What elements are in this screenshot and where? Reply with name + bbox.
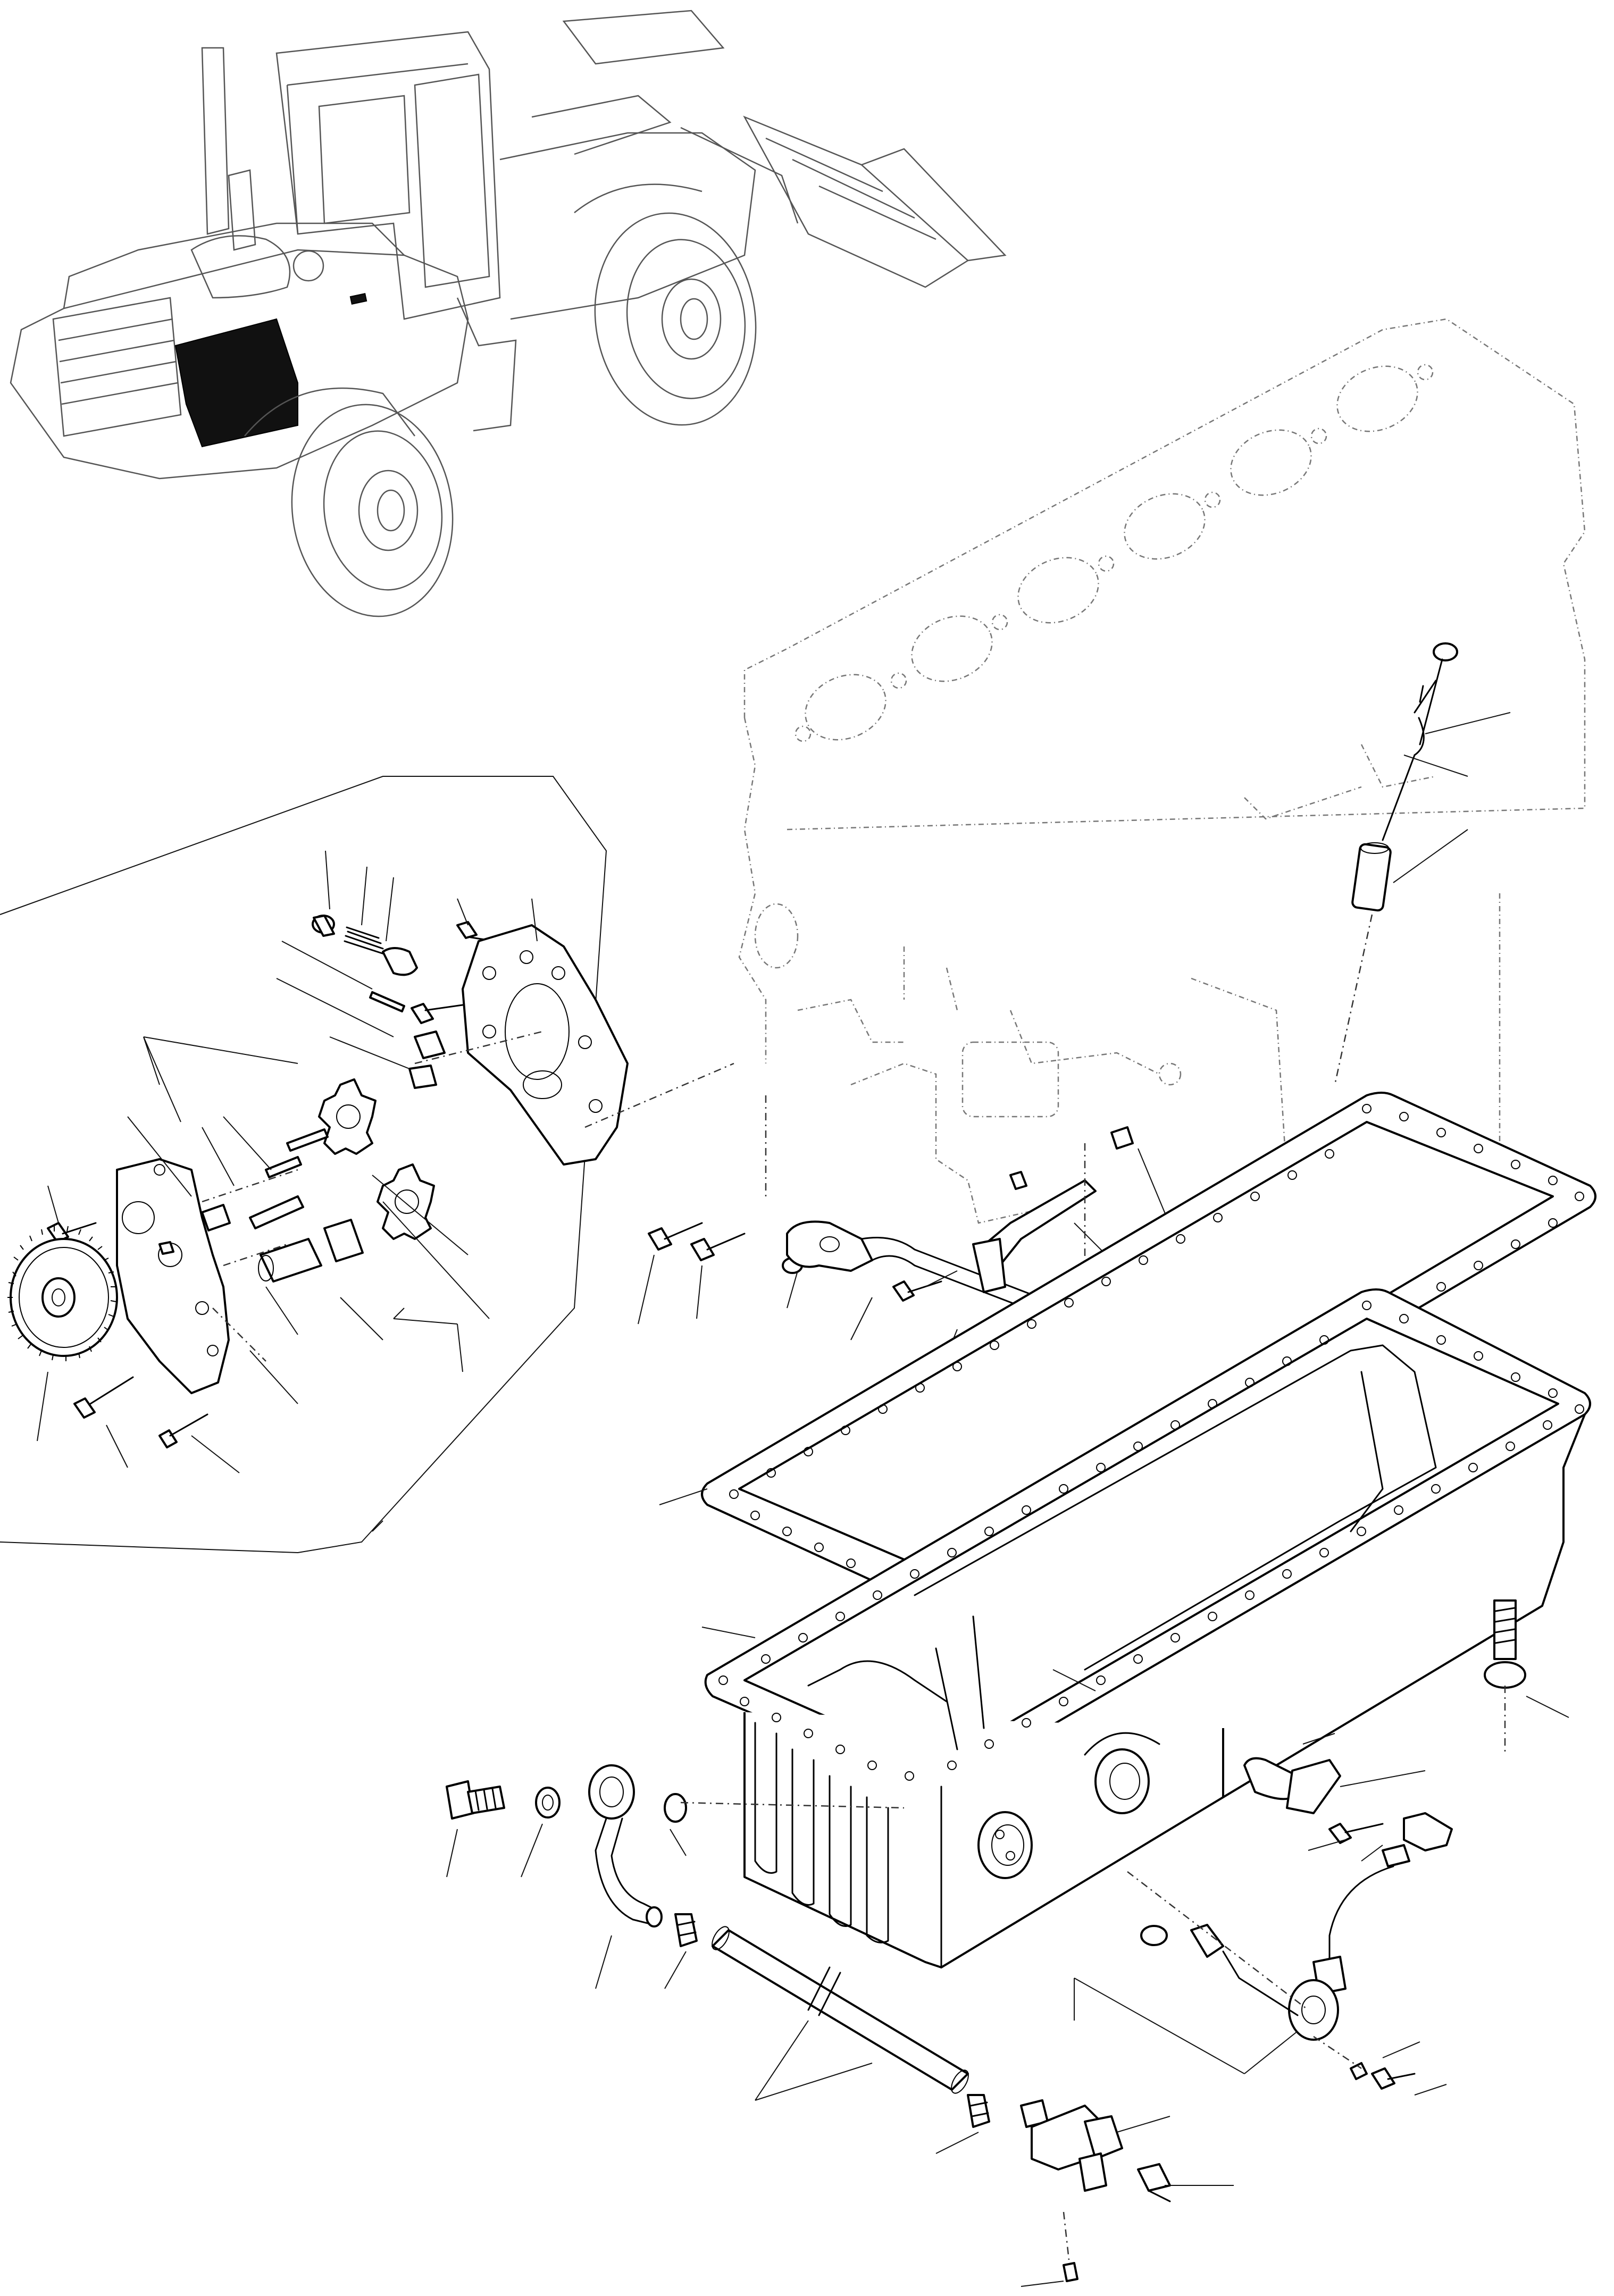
engine-highlight: [174, 318, 298, 448]
pan-bolt-right: [1484, 1599, 1569, 1755]
oil-level-sensor-assembly: [1074, 1733, 1453, 2096]
driven-gear-small: [377, 1163, 435, 1240]
assembly-centerline: [584, 1062, 734, 1128]
dipstick-assembly: [1334, 642, 1511, 1085]
oil-pan: [701, 1288, 1591, 1968]
oil-pump-detail-enclosure: [0, 776, 607, 1554]
oil-pump-parts: [7, 850, 629, 1473]
engine-block-ghost-outline: [738, 318, 1586, 1224]
drain-piping-assembly: [446, 1764, 1234, 2287]
timing-gear: [7, 1226, 118, 1361]
wheel-loader-locator-illustration: [10, 10, 1007, 617]
pump-mount-bolts: [638, 1222, 746, 1325]
oil-pan-gasket: [659, 1092, 1596, 1599]
drive-gear-small: [318, 1078, 377, 1155]
